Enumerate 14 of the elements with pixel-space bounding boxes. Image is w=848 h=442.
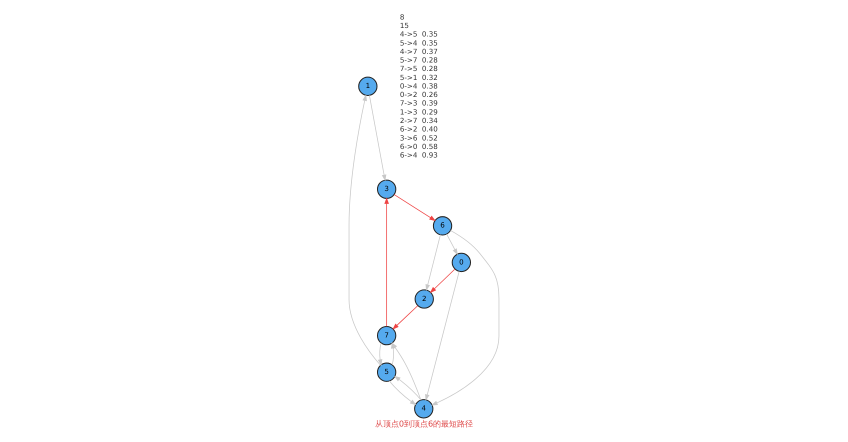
arrow [431, 230, 500, 406]
arrow [348, 94, 381, 366]
arrow [425, 271, 460, 401]
arrow [426, 234, 441, 292]
arrow [430, 268, 456, 294]
caption: 从顶点0到顶点6的最短路径 [374, 418, 474, 428]
arrow [384, 197, 389, 327]
arrow [378, 342, 382, 366]
arrow [394, 194, 436, 222]
arrow [392, 305, 418, 330]
arrow [369, 94, 386, 182]
arrow [394, 376, 422, 400]
arrow [388, 380, 416, 406]
arrow [446, 234, 458, 256]
